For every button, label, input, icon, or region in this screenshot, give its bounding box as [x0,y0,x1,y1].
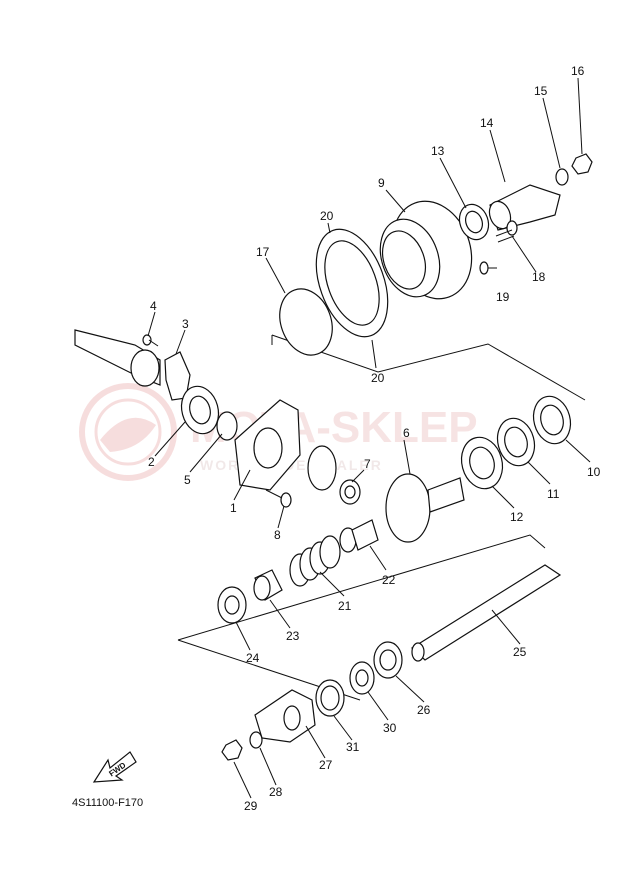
fwd-arrow-icon: FWD [92,751,137,783]
o-ring-part [279,288,333,356]
leader-lines [147,77,591,799]
collar-part-23 [253,569,283,601]
callout-18: 18 [532,270,546,284]
callout-4: 4 [150,299,157,313]
bearing-part-24 [217,586,247,624]
callout-7: 7 [364,457,371,471]
nut-part-16 [571,153,593,175]
yoke-part-27 [254,689,316,743]
callout-21: 21 [338,599,352,613]
spring-part-21 [289,535,341,587]
bearing-part-10 [532,395,572,445]
ring-gear-part [385,473,465,543]
callout-6: 6 [403,426,410,440]
callout-15: 15 [534,84,548,98]
nut-part-29 [221,739,243,761]
collar-part-7 [339,479,361,505]
input-shaft-part [74,329,161,387]
callout-22: 22 [382,573,396,587]
callout-20-top: 20 [320,209,334,223]
gasket-part [315,228,389,338]
housing-part [379,200,473,300]
callout-9: 9 [378,176,385,190]
bearing-part-12 [460,436,504,490]
callout-2: 2 [148,455,155,469]
callout-1: 1 [230,501,237,515]
bolt-part-8 [265,489,292,508]
callout-13: 13 [431,144,445,158]
ring-part-5 [216,411,238,441]
callout-17: 17 [256,245,270,259]
callout-20-bottom: 20 [371,371,385,385]
callout-24: 24 [246,651,260,665]
washer-part-28 [249,731,263,749]
bolt-part-18 [495,220,518,243]
callout-14: 14 [480,116,494,130]
callout-labels: 1 2 3 4 5 6 7 8 9 10 11 12 13 14 15 16 1… [148,64,601,813]
callout-10: 10 [587,465,601,479]
oil-seal-part [458,203,490,241]
callout-28: 28 [269,785,283,799]
pinion-gear-part [307,445,337,491]
callout-25: 25 [513,645,527,659]
washer-part-15 [555,168,569,186]
callout-5: 5 [184,473,191,487]
callout-19: 19 [496,290,510,304]
washer-part-19 [479,261,489,275]
callout-30: 30 [383,721,397,735]
callout-26: 26 [417,703,431,717]
seal-part-30 [349,661,375,695]
bearing-part-26 [373,641,403,679]
diagram-code: 4S11100-F170 [72,797,143,809]
callout-11: 11 [547,487,560,501]
callout-8: 8 [274,528,281,542]
callout-29: 29 [244,799,258,813]
cam-part-22 [339,519,379,553]
bearing-housing-part-1 [234,399,301,491]
callout-16: 16 [571,64,585,78]
bearing-part-11 [496,417,536,467]
callout-31: 31 [346,740,360,754]
callout-3: 3 [182,317,189,331]
ring-part-31 [315,679,345,717]
bearing-part-2 [180,385,220,435]
bolt-part-4 [142,334,159,347]
callout-23: 23 [286,629,300,643]
drive-shaft-part-25 [411,564,562,662]
callout-27: 27 [319,758,333,772]
callout-12: 12 [510,510,524,524]
yoke-part [488,184,561,231]
